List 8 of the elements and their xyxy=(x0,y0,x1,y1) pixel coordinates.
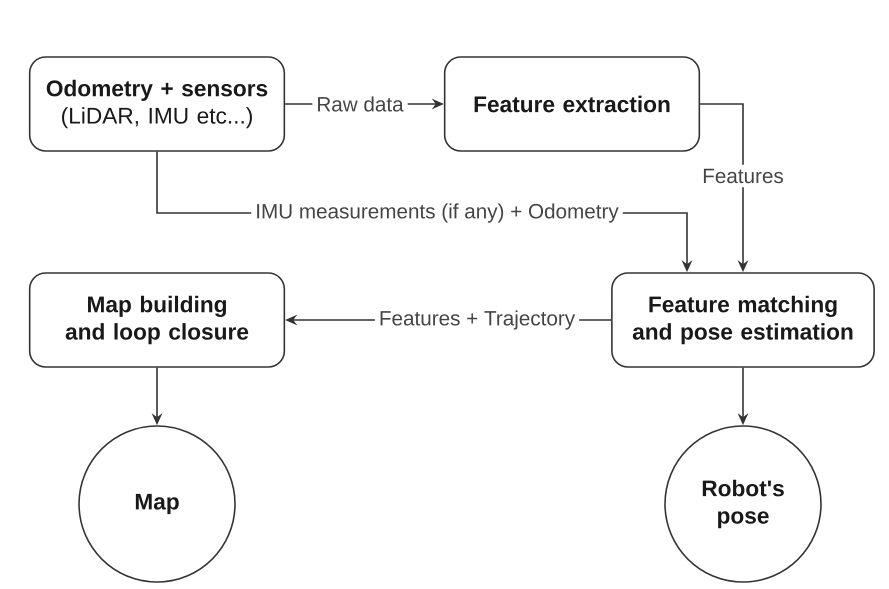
process-box: Map building and loop closure xyxy=(28,272,286,368)
process-box: Feature extraction xyxy=(444,56,700,152)
process-box: Odometry + sensors (LiDAR, IMU etc...) xyxy=(28,56,286,152)
edge-label: Raw data xyxy=(312,92,408,116)
process-box: Feature matching and pose estimation xyxy=(611,272,875,368)
edge-label: Features xyxy=(698,164,788,188)
edge-label: Features + Trajectory xyxy=(374,306,580,334)
edge-label: IMU measurements (if any) + Odometry xyxy=(251,199,623,227)
